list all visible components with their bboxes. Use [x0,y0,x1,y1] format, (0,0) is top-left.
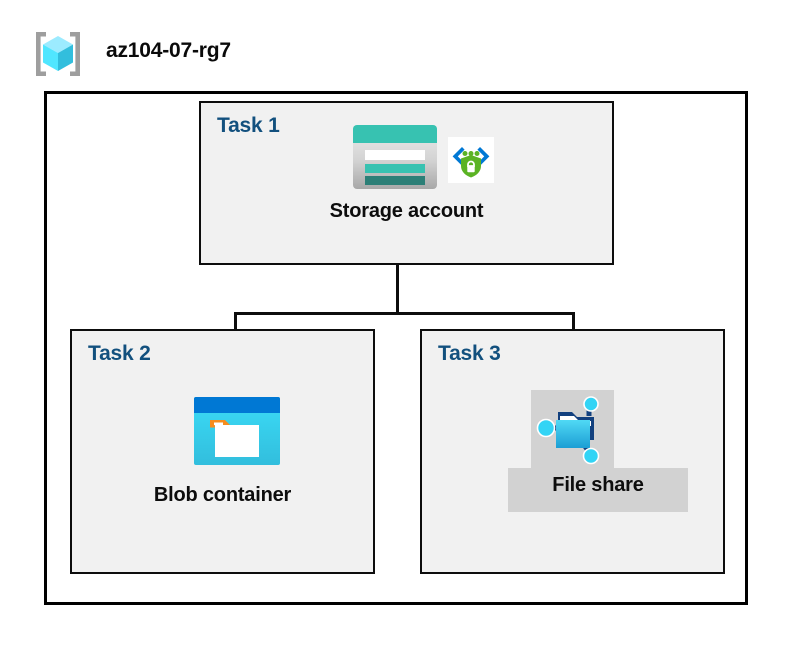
task-2-label: Task 2 [88,342,151,365]
resource-group-icon [32,29,84,79]
file-share-label: File share [552,474,644,496]
connector-trunk-task1 [396,265,399,314]
storage-account-icon [352,124,438,190]
connector-horizontal-bus [234,312,575,315]
file-share-icon [534,390,612,468]
storage-account-label: Storage account [329,200,484,222]
task-3-label: Task 3 [438,342,501,365]
task-1-label: Task 1 [217,114,280,137]
managed-identity-icon [448,137,494,183]
blob-container-icon [193,396,281,466]
blob-container-label: Blob container [153,484,292,506]
resource-group-title: az104-07-rg7 [106,39,231,62]
resource-group-header: az104-07-rg7 [28,26,448,82]
file-share-selection-highlight-label [508,468,688,512]
